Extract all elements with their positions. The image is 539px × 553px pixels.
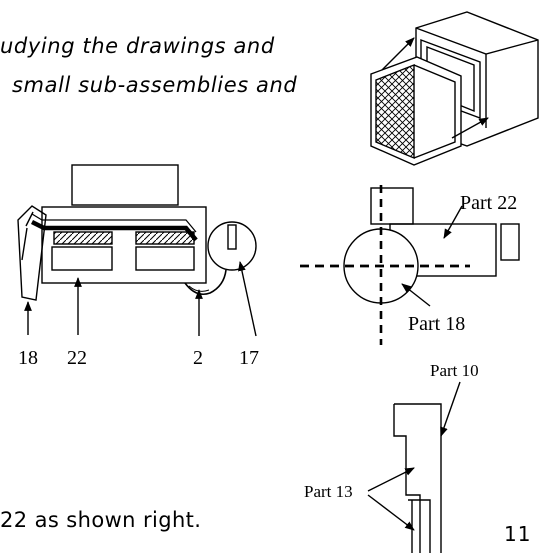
slot-left xyxy=(51,246,113,271)
hatched-strip-left xyxy=(53,231,113,245)
body-text-line-1: udying the drawings and xyxy=(0,34,275,58)
hatched-strip-right xyxy=(135,231,195,245)
callout-18: 18 xyxy=(18,347,38,369)
isometric-cabinet-drawing xyxy=(370,11,539,166)
left-assembly-drawing xyxy=(17,164,257,337)
profile-drawing xyxy=(367,381,461,553)
part-22-top-block xyxy=(370,187,414,225)
top-block xyxy=(71,164,179,206)
alignment-drawing xyxy=(300,185,520,345)
part-22-small-block xyxy=(500,223,520,261)
callout-17: 17 xyxy=(239,347,259,369)
curved-wire xyxy=(184,269,227,296)
label-part-13: Part 13 xyxy=(304,482,353,501)
label-part-22: Part 22 xyxy=(460,192,517,214)
body-text-line-3: 22 as shown right. xyxy=(0,508,202,532)
label-part-10: Part 10 xyxy=(430,361,479,380)
side-plate xyxy=(17,205,47,301)
callout-22: 22 xyxy=(67,347,87,369)
body-text-line-2: small sub-assemblies and xyxy=(12,73,298,97)
part-10-profile xyxy=(394,403,442,553)
slot-right xyxy=(135,246,195,271)
callout-2: 2 xyxy=(193,347,203,369)
main-frame xyxy=(41,206,207,284)
placement-arrow-top xyxy=(381,37,415,71)
page-number: 11 xyxy=(504,522,532,546)
mesh-panel-face xyxy=(375,63,415,160)
label-part-18: Part 18 xyxy=(408,313,465,335)
knob-slot xyxy=(227,224,237,250)
knob-circle xyxy=(207,221,257,271)
placement-arrow-bottom xyxy=(451,117,489,139)
